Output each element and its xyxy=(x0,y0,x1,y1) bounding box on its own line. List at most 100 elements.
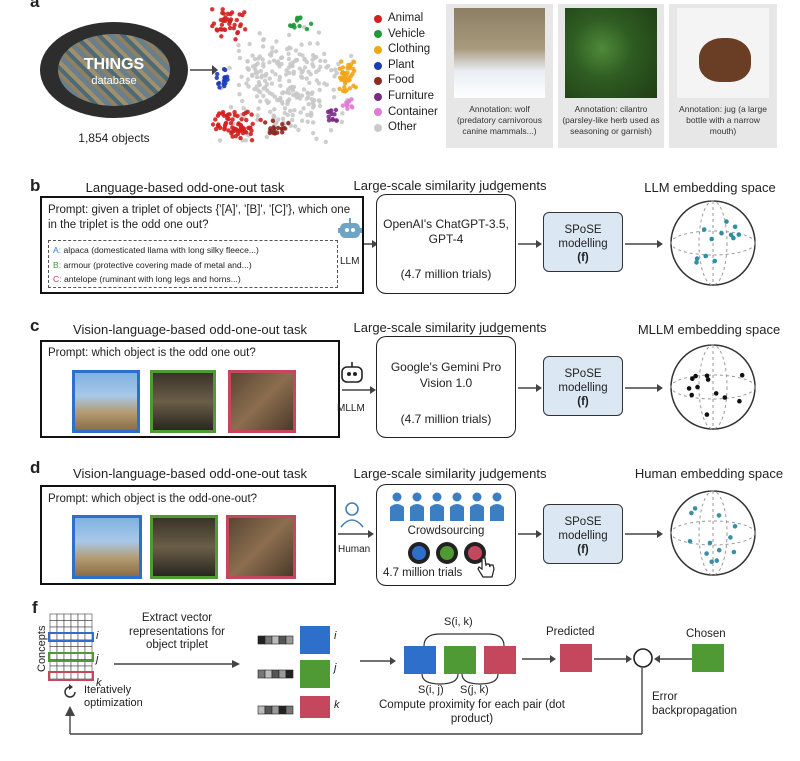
d-spose-l3: (f) xyxy=(577,544,589,556)
scatter-point xyxy=(215,113,221,118)
legend-swatch xyxy=(374,30,382,39)
chosen-label: Chosen xyxy=(686,628,726,640)
scatter-point xyxy=(263,120,268,125)
panel-c-label: c xyxy=(30,316,40,335)
scatter-point xyxy=(210,122,216,127)
scatter-point xyxy=(255,113,260,118)
b-spose-l1: SPoSE xyxy=(564,224,602,236)
legend-item: Animal xyxy=(374,11,454,27)
scatter-point xyxy=(300,53,305,58)
scatter-point xyxy=(339,59,344,64)
b-space-title: LLM embedding space xyxy=(644,180,776,195)
scatter-point xyxy=(220,10,225,16)
embedding-point xyxy=(722,395,728,400)
scatter-point xyxy=(267,60,272,65)
scatter-point xyxy=(238,22,243,27)
d-agent-label: Human xyxy=(338,544,371,555)
extract-text: Extract vector representations for objec… xyxy=(129,612,225,651)
d-judgement-title: Large-scale similarity judgements xyxy=(353,466,547,481)
scatter-point xyxy=(223,18,228,23)
things-subtitle: database xyxy=(91,75,137,87)
scatter-point xyxy=(237,12,242,17)
scatter-point xyxy=(216,80,222,86)
scatter-point xyxy=(277,74,283,80)
scatter-point xyxy=(331,87,336,93)
scatter-point xyxy=(273,72,278,77)
scatter-point xyxy=(261,61,266,67)
scatter-point xyxy=(290,88,296,93)
robot-icon xyxy=(338,218,362,238)
scatter-point xyxy=(301,106,306,111)
d-llama-image xyxy=(72,515,142,579)
scatter-point xyxy=(332,74,337,79)
embedding-point xyxy=(686,386,692,391)
f-arrow-1 xyxy=(114,660,240,668)
scatter-point xyxy=(296,127,301,133)
scatter-point xyxy=(345,65,350,71)
scatter-point xyxy=(238,123,244,128)
scatter-point xyxy=(237,55,243,61)
legend-label: Clothing xyxy=(388,43,431,56)
scatter-point xyxy=(262,78,268,84)
legend-label: Vehicle xyxy=(388,27,426,40)
scatter-point xyxy=(249,72,255,78)
scatter-point xyxy=(308,72,313,77)
scatter-point xyxy=(284,72,289,77)
b-option-a: A: alpaca (domesticated llama with long … xyxy=(53,243,333,258)
scatter-point xyxy=(325,64,331,69)
hand-cursor-icon xyxy=(477,557,495,578)
embedding-point xyxy=(705,377,711,382)
c-prompt: Prompt: which object is the odd one out? xyxy=(48,347,256,359)
embedding-point xyxy=(703,253,708,259)
d-antelope-image xyxy=(226,515,296,579)
b-option-c: C: antelope (ruminant with long legs and… xyxy=(53,272,333,287)
matrix-row-i: i xyxy=(96,630,99,642)
scatter-point xyxy=(306,102,311,107)
scatter-point xyxy=(237,92,242,97)
scatter-point xyxy=(344,88,349,93)
scatter-point xyxy=(246,84,251,89)
scatter-point xyxy=(269,49,275,55)
scatter-point xyxy=(270,45,275,50)
embedding-point xyxy=(701,227,707,232)
scatter-point xyxy=(290,113,295,118)
f-arrow-2 xyxy=(360,657,396,665)
concept-matrix xyxy=(48,613,94,681)
things-database-logo: THINGS database xyxy=(40,22,188,118)
scatter-point xyxy=(312,55,318,60)
things-title: THINGS xyxy=(83,56,145,73)
predicted-box xyxy=(560,644,592,672)
scatter-point xyxy=(280,116,286,121)
scatter-point xyxy=(214,75,219,81)
person-icon xyxy=(430,492,444,521)
scatter-point xyxy=(286,121,291,126)
scatter-point xyxy=(227,65,232,71)
scatter-point xyxy=(240,98,245,104)
scatter-point xyxy=(267,90,272,96)
wolf-image xyxy=(454,8,545,98)
legend-label: Food xyxy=(388,74,415,87)
d-arrow-3 xyxy=(625,530,663,538)
scatter-point xyxy=(228,105,234,110)
scatter-point xyxy=(272,114,277,120)
d-trials: 4.7 million trials xyxy=(383,567,463,579)
scatter-point xyxy=(342,85,347,90)
scatter-point xyxy=(222,27,227,32)
c-antelope-image xyxy=(228,370,296,433)
scatter-point xyxy=(260,57,265,62)
scatter-point xyxy=(300,68,305,74)
panel-b-label: b xyxy=(30,176,41,195)
scatter-point xyxy=(287,90,292,96)
embedding-point xyxy=(728,232,734,238)
legend-swatch xyxy=(374,123,382,132)
annotation-wolf: Annotation: wolf (predatory carnivorous … xyxy=(456,104,543,136)
scatter-point xyxy=(278,83,283,88)
matrix-row-k: k xyxy=(96,677,102,689)
scatter-point xyxy=(243,27,248,32)
c-judgement-model: Google's Gemini Pro Vision 1.0 xyxy=(390,360,502,390)
scatter-point xyxy=(233,37,238,42)
person-icon xyxy=(450,492,464,521)
c-task-title: Vision-language-based odd-one-out task xyxy=(73,322,307,337)
legend-swatch xyxy=(374,92,382,101)
chosen-box xyxy=(692,644,724,672)
